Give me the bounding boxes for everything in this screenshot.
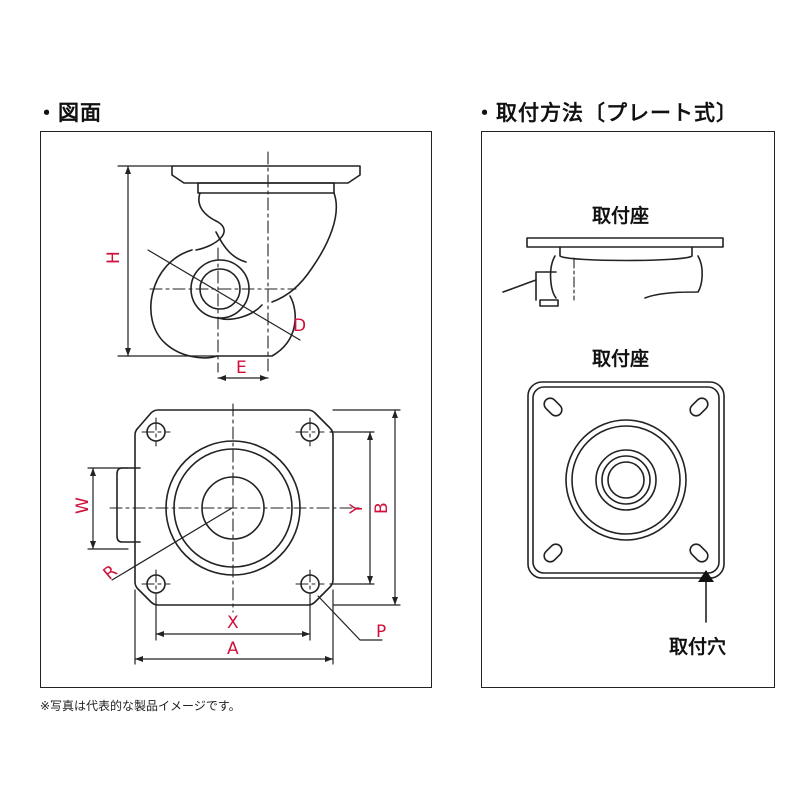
footnote: ※写真は代表的な製品イメージです。 xyxy=(40,699,241,713)
mounting-side-view xyxy=(502,237,724,307)
dim-Y: Y xyxy=(347,503,367,515)
mounting-hole-arrow xyxy=(698,570,714,582)
mounting-seat-label-plate: 取付座 xyxy=(592,348,650,370)
dim-P: P xyxy=(376,622,386,642)
mounting-heading: ・取付方法〔プレート式〕 xyxy=(474,101,738,125)
dim-W: W xyxy=(73,497,93,514)
dim-R: R xyxy=(100,561,122,584)
dim-B: B xyxy=(372,502,392,514)
mounting-panel xyxy=(481,131,775,688)
caster-side-view xyxy=(150,165,361,359)
dim-D: D xyxy=(293,316,306,336)
dim-A: A xyxy=(227,639,239,659)
mounting-plate-view xyxy=(527,381,725,623)
mounting-seat-label-top: 取付座 xyxy=(592,205,650,227)
mounting-hole-label: 取付穴 xyxy=(669,636,727,658)
drawing-heading: ・図面 xyxy=(36,101,102,125)
dim-H: H xyxy=(104,251,124,264)
dim-X: X xyxy=(227,613,239,633)
dim-E: E xyxy=(236,358,247,378)
